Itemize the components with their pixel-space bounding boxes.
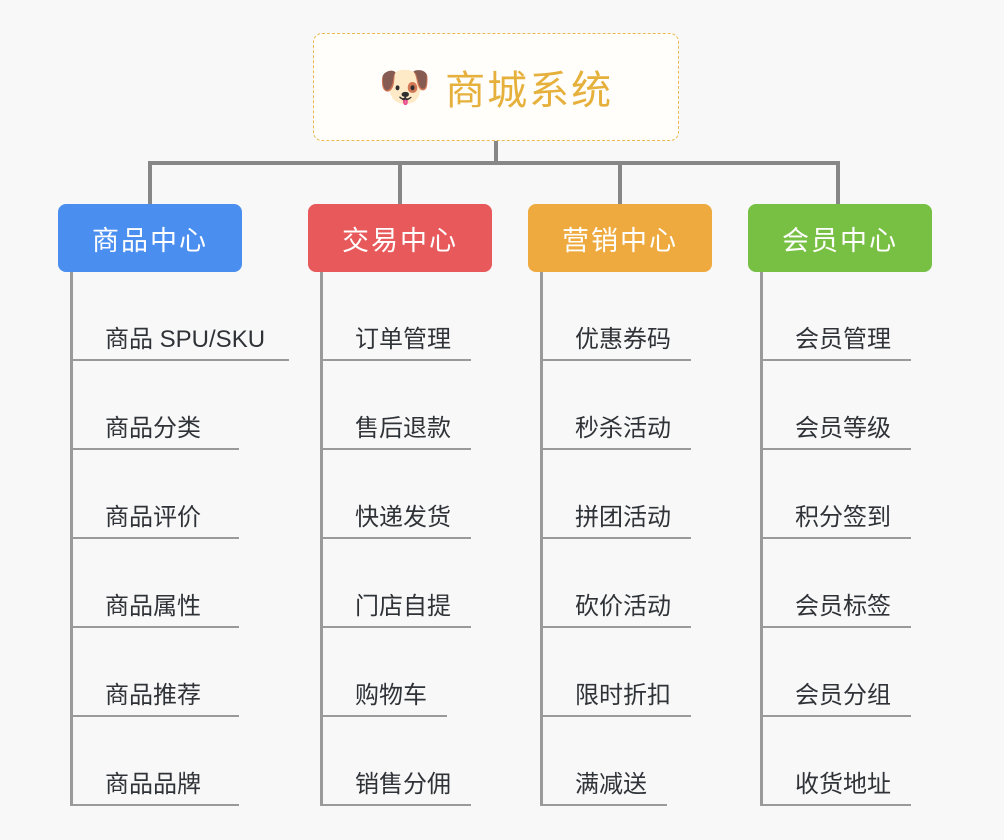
leaf-item[interactable]: 商品品牌 xyxy=(73,717,242,806)
leaf-item-label: 秒杀活动 xyxy=(575,414,671,442)
leaf-item[interactable]: 拼团活动 xyxy=(543,450,712,539)
leaf-item-underline xyxy=(763,626,911,628)
leaf-item-label: 拼团活动 xyxy=(575,503,671,531)
leaf-item-underline xyxy=(763,804,911,806)
shiba-dog-face-icon: 🐶 xyxy=(378,63,432,110)
connector-horizontal-bus xyxy=(148,161,836,165)
leaf-item[interactable]: 商品 SPU/SKU xyxy=(73,272,289,361)
leaf-item-underline xyxy=(323,715,447,717)
leaf-item-label: 销售分佣 xyxy=(355,770,451,798)
leaf-item[interactable]: 优惠券码 xyxy=(543,272,712,361)
leaf-item[interactable]: 收货地址 xyxy=(763,717,932,806)
leaf-item-underline xyxy=(543,448,691,450)
leaf-item-underline xyxy=(73,804,239,806)
leaf-item[interactable]: 售后退款 xyxy=(323,361,492,450)
leaf-item-underline xyxy=(763,715,911,717)
leaf-item-label: 优惠券码 xyxy=(575,325,671,353)
leaf-item[interactable]: 销售分佣 xyxy=(323,717,492,806)
branch-header-member-center[interactable]: 会员中心 xyxy=(748,204,932,272)
branch-header-label: 会员中心 xyxy=(782,225,898,256)
leaf-item-underline xyxy=(543,626,691,628)
branch-header-marketing-center[interactable]: 营销中心 xyxy=(528,204,712,272)
leaf-item-label: 会员等级 xyxy=(795,414,891,442)
connector-root-stem xyxy=(494,141,498,165)
leaf-item-underline xyxy=(763,448,911,450)
leaf-list-trade-center: 订单管理售后退款快递发货门店自提购物车销售分佣 xyxy=(320,272,492,806)
leaf-item-underline xyxy=(73,715,239,717)
leaf-item[interactable]: 门店自提 xyxy=(323,539,492,628)
leaf-item-underline xyxy=(763,537,911,539)
leaf-item[interactable]: 积分签到 xyxy=(763,450,932,539)
connector-drop-member-center xyxy=(836,161,840,204)
branch-header-label: 商品中心 xyxy=(92,225,208,256)
leaf-item-label: 满减送 xyxy=(575,770,647,798)
leaf-item[interactable]: 商品分类 xyxy=(73,361,242,450)
leaf-item[interactable]: 会员分组 xyxy=(763,628,932,717)
connector-drop-trade-center xyxy=(398,161,402,204)
root-node-mall-system[interactable]: 🐶 商城系统 xyxy=(313,33,679,141)
branch-header-label: 交易中心 xyxy=(342,225,458,256)
leaf-item-label: 商品评价 xyxy=(105,503,201,531)
leaf-item-underline xyxy=(323,537,471,539)
leaf-item[interactable]: 商品评价 xyxy=(73,450,242,539)
leaf-item-underline xyxy=(73,448,239,450)
leaf-item-label: 会员分组 xyxy=(795,681,891,709)
leaf-item-underline xyxy=(543,715,691,717)
leaf-item-label: 订单管理 xyxy=(355,325,451,353)
connector-drop-marketing-center xyxy=(618,161,622,204)
branch-column-marketing-center: 营销中心优惠券码秒杀活动拼团活动砍价活动限时折扣满减送 xyxy=(528,204,712,806)
leaf-item[interactable]: 满减送 xyxy=(543,717,712,806)
connector-drop-product-center xyxy=(148,161,152,204)
leaf-item[interactable]: 商品属性 xyxy=(73,539,242,628)
leaf-item-label: 商品 SPU/SKU xyxy=(105,325,266,353)
leaf-item[interactable]: 订单管理 xyxy=(323,272,492,361)
leaf-item-label: 砍价活动 xyxy=(575,592,671,620)
leaf-item-label: 商品品牌 xyxy=(105,770,201,798)
leaf-list-member-center: 会员管理会员等级积分签到会员标签会员分组收货地址 xyxy=(760,272,932,806)
leaf-item-underline xyxy=(543,804,667,806)
leaf-item[interactable]: 限时折扣 xyxy=(543,628,712,717)
leaf-item[interactable]: 会员标签 xyxy=(763,539,932,628)
leaf-item[interactable]: 商品推荐 xyxy=(73,628,242,717)
leaf-item-underline xyxy=(73,626,239,628)
leaf-item[interactable]: 会员等级 xyxy=(763,361,932,450)
leaf-item-label: 商品分类 xyxy=(105,414,201,442)
leaf-item-label: 门店自提 xyxy=(355,592,451,620)
leaf-item-underline xyxy=(763,359,911,361)
leaf-item-underline xyxy=(73,359,289,361)
leaf-item-underline xyxy=(323,448,471,450)
leaf-item[interactable]: 快递发货 xyxy=(323,450,492,539)
leaf-item-label: 限时折扣 xyxy=(575,681,671,709)
leaf-item-underline xyxy=(323,359,471,361)
leaf-item-label: 会员标签 xyxy=(795,592,891,620)
leaf-item-label: 会员管理 xyxy=(795,325,891,353)
branch-header-label: 营销中心 xyxy=(562,225,678,256)
leaf-item-label: 商品属性 xyxy=(105,592,201,620)
leaf-item[interactable]: 购物车 xyxy=(323,628,492,717)
root-node-title: 商城系统 xyxy=(445,69,614,113)
leaf-item-label: 收货地址 xyxy=(795,770,891,798)
leaf-item-underline xyxy=(543,537,691,539)
leaf-item-label: 售后退款 xyxy=(355,414,451,442)
branch-column-trade-center: 交易中心订单管理售后退款快递发货门店自提购物车销售分佣 xyxy=(308,204,492,806)
leaf-item-label: 积分签到 xyxy=(795,503,891,531)
leaf-item-underline xyxy=(323,626,471,628)
leaf-item-underline xyxy=(323,804,471,806)
leaf-item-label: 购物车 xyxy=(355,681,427,709)
leaf-list-product-center: 商品 SPU/SKU 商品分类商品评价商品属性商品推荐商品品牌 xyxy=(70,272,289,806)
branch-header-product-center[interactable]: 商品中心 xyxy=(58,204,242,272)
leaf-item-label: 快递发货 xyxy=(355,503,451,531)
leaf-item[interactable]: 会员管理 xyxy=(763,272,932,361)
branch-column-product-center: 商品中心商品 SPU/SKU 商品分类商品评价商品属性商品推荐商品品牌 xyxy=(58,204,289,806)
leaf-item[interactable]: 砍价活动 xyxy=(543,539,712,628)
leaf-item[interactable]: 秒杀活动 xyxy=(543,361,712,450)
leaf-list-marketing-center: 优惠券码秒杀活动拼团活动砍价活动限时折扣满减送 xyxy=(540,272,712,806)
leaf-item-label: 商品推荐 xyxy=(105,681,201,709)
branch-header-trade-center[interactable]: 交易中心 xyxy=(308,204,492,272)
leaf-item-underline xyxy=(543,359,691,361)
branch-column-member-center: 会员中心会员管理会员等级积分签到会员标签会员分组收货地址 xyxy=(748,204,932,806)
leaf-item-underline xyxy=(73,537,239,539)
